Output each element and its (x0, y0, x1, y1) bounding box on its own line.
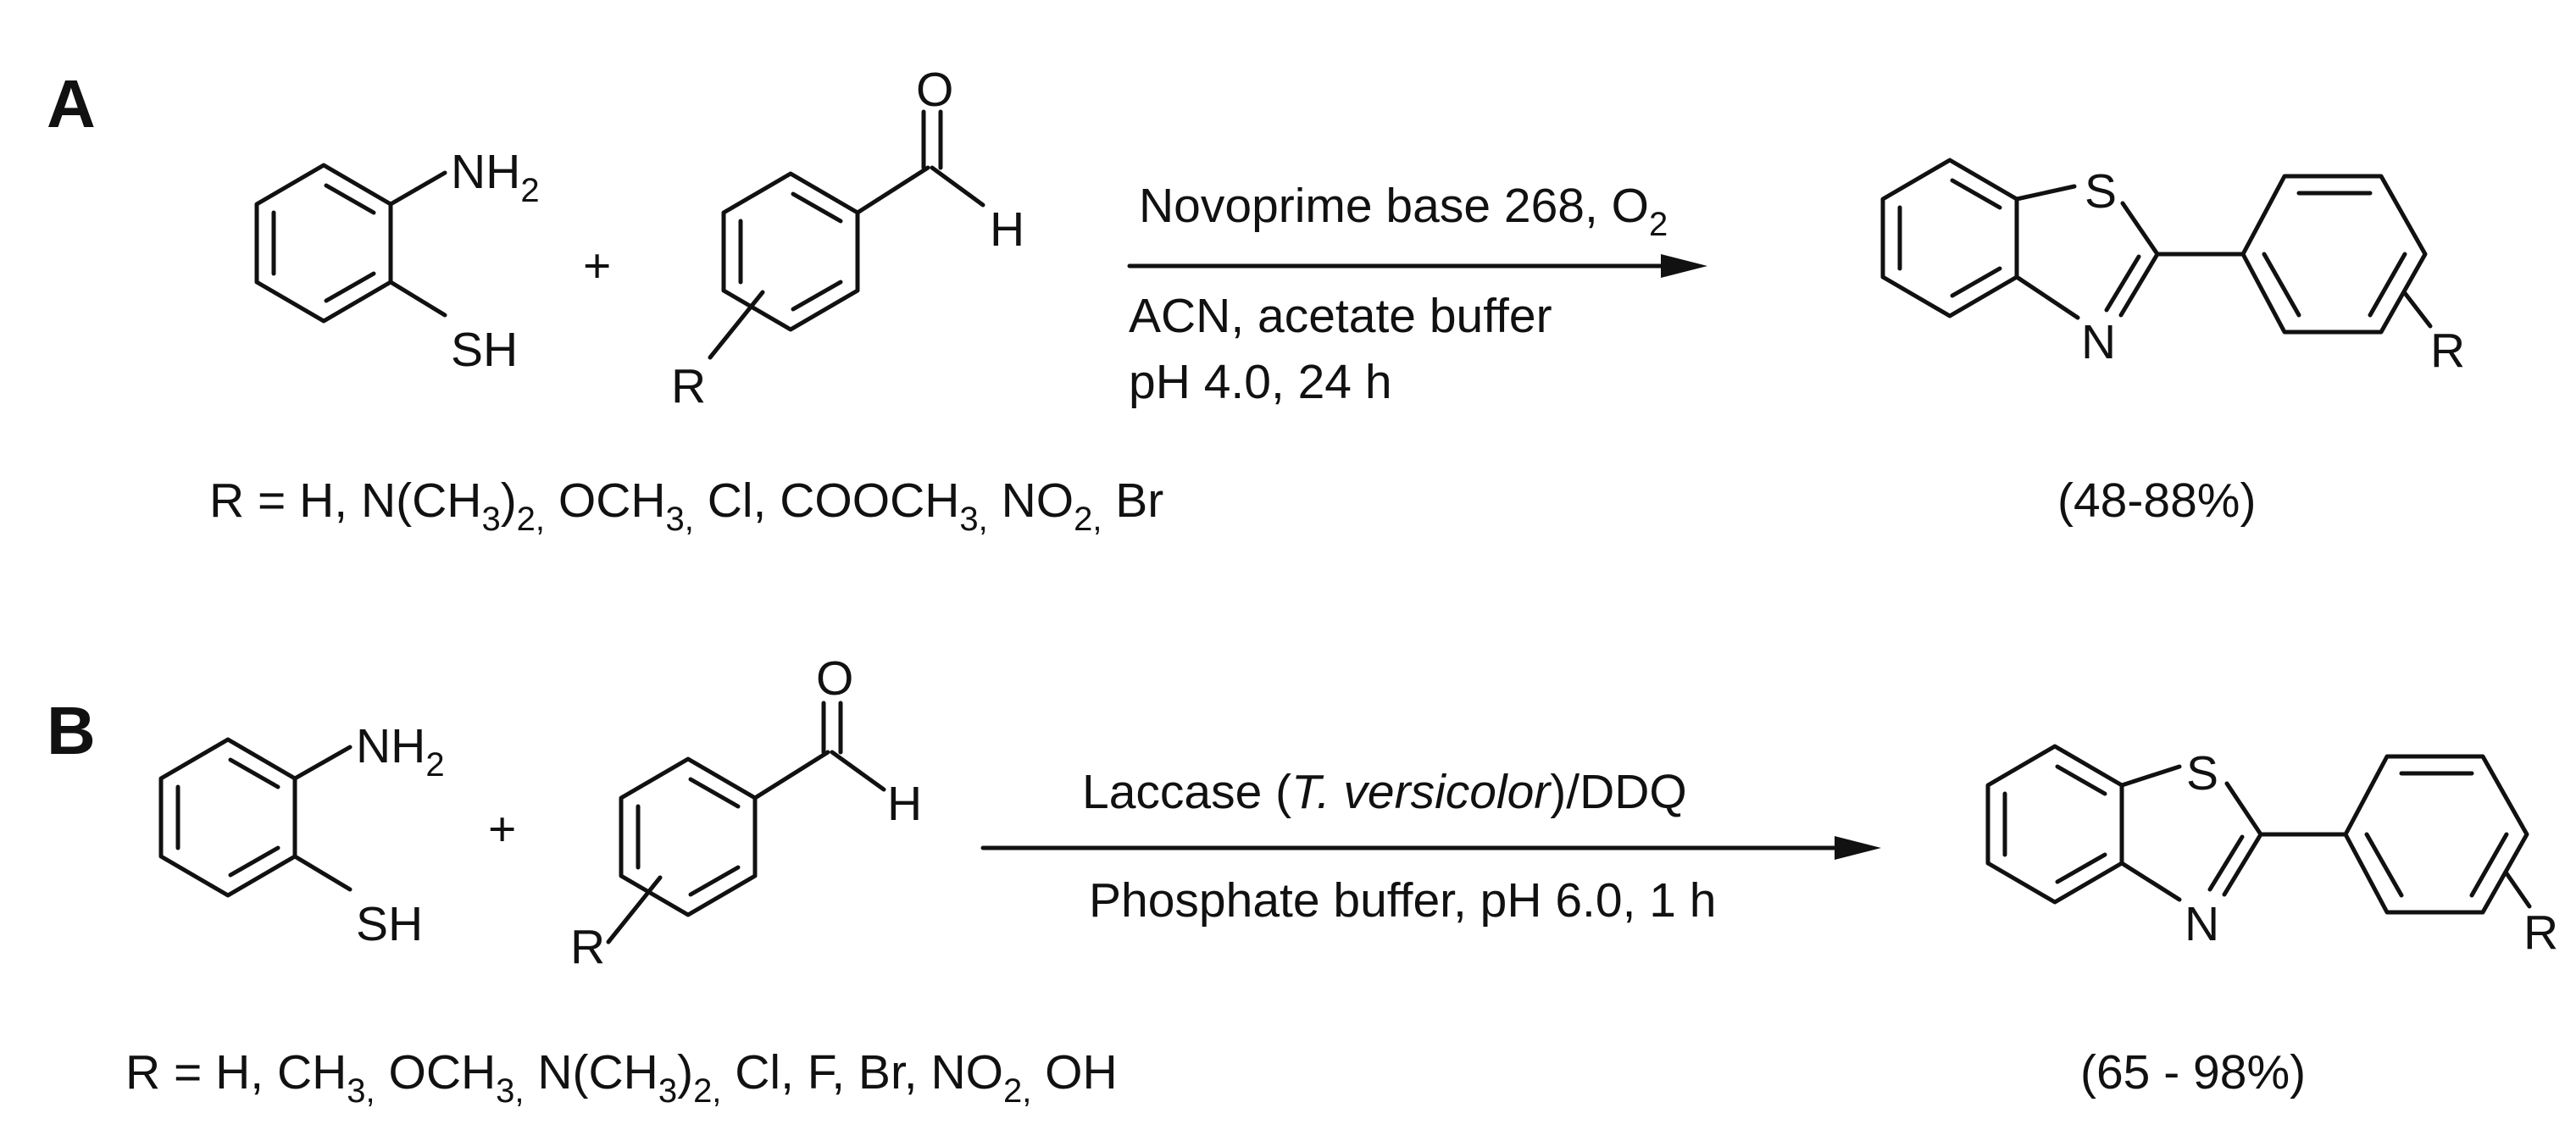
phenyl-ring (2240, 174, 2428, 335)
hydrogen-label: H (887, 777, 922, 831)
ring-cho-bond (752, 750, 830, 800)
double-bond (791, 191, 843, 224)
nh2-label: NH2 (356, 719, 445, 784)
reaction-arrow-a: Novoprime base 268, O2 ACN, acetate buff… (1127, 179, 1707, 409)
c-n-bond (292, 745, 353, 781)
substituent-list-b: R = H, CH3, OCH3, N(CH3)2, Cl, F, Br, NO… (125, 1045, 1118, 1110)
double-bond (688, 865, 741, 897)
double-bond (2364, 832, 2404, 898)
conditions-line-1: Novoprime base 268, O2 (1139, 179, 1668, 243)
c-s-bond (292, 854, 353, 892)
double-bond (688, 777, 741, 809)
ring-cho-bond (855, 165, 930, 215)
double-bond (324, 271, 376, 303)
nitrogen-label: N (2185, 897, 2219, 951)
double-bond (228, 757, 280, 789)
c2-n-double-bond (2222, 832, 2263, 897)
double-bond (791, 280, 843, 312)
phenyl-ring (2343, 754, 2529, 915)
oxygen-label: O (816, 651, 853, 706)
benzothiazole-product-a: S N R (1880, 158, 2465, 378)
s-c2-bond (2224, 781, 2263, 837)
s-c2-bond (2120, 201, 2160, 257)
double-bond (228, 845, 280, 878)
double-bond (1950, 266, 2002, 298)
aminothiophenol-a: NH2 SH (254, 145, 540, 377)
c2-n-double-bond (2118, 252, 2160, 318)
c2-n-double-bond (2104, 254, 2141, 313)
yield-a: (48-88%) (2057, 474, 2256, 528)
benzene-ring (254, 163, 393, 324)
yield-b: (65 - 98%) (2080, 1045, 2306, 1100)
panel-a: A NH2 SH + O H R (47, 63, 2465, 538)
c2-n-double-bond (2207, 834, 2245, 892)
sulfur-label: S (2085, 164, 2117, 219)
sh-label: SH (451, 323, 518, 377)
benzothiazole-product-b: S N R (1985, 744, 2558, 960)
c-s-bond (2119, 764, 2182, 788)
nitrogen-label: N (2081, 315, 2116, 369)
reaction-arrow-b: Laccase (T. versicolor)/DDQ Phosphate bu… (980, 765, 1881, 928)
r-label: R (2523, 906, 2558, 960)
c-h-bond (830, 750, 886, 792)
arrow-head (1661, 254, 1707, 278)
plus-sign: + (488, 802, 516, 856)
hydrogen-label: H (990, 202, 1024, 257)
benzene-ring (158, 737, 297, 898)
c-s-bond (388, 280, 447, 318)
nh2-label: NH2 (451, 145, 540, 209)
benzo-ring (1985, 744, 2124, 905)
r-label: R (671, 359, 706, 413)
double-bond (2262, 252, 2301, 318)
double-bond (2368, 252, 2407, 318)
sulfur-label: S (2186, 746, 2218, 800)
benzene-ring (721, 171, 860, 332)
double-bond (2469, 832, 2509, 898)
conditions-line-2: ACN, acetate buffer (1129, 289, 1552, 343)
conditions-line-1: Laccase (T. versicolor)/DDQ (1082, 765, 1687, 819)
panel-b: B NH2 SH + O H R (47, 651, 2558, 1110)
r-label: R (570, 920, 605, 974)
r-bond (708, 290, 765, 360)
benzaldehyde-a: O H R (671, 63, 1024, 413)
panel-a-label: A (47, 66, 96, 141)
double-bond (2055, 764, 2107, 796)
r-label: R (2430, 324, 2465, 378)
conditions-line-3: pH 4.0, 24 h (1129, 355, 1392, 409)
plus-sign: + (583, 239, 611, 293)
c-h-bond (930, 165, 985, 208)
r-bond (2504, 871, 2532, 909)
panel-b-label: B (47, 693, 96, 768)
c-n-bond (388, 170, 447, 207)
double-bond (2055, 852, 2107, 884)
arrow-head (1835, 836, 1881, 860)
sh-label: SH (356, 897, 423, 951)
double-bond (324, 183, 376, 215)
aminothiophenol-b: NH2 SH (158, 719, 445, 951)
benzaldehyde-b: O H R (570, 651, 922, 974)
r-bond (606, 875, 663, 944)
c-s-bond (2014, 184, 2077, 202)
oxygen-label: O (916, 63, 953, 117)
n-c-bond (2014, 274, 2080, 320)
benzene-ring (619, 756, 758, 917)
substituent-list-a: R = H, N(CH3)2, OCH3, Cl, COOCH3, NO2, B… (209, 474, 1163, 538)
n-c-bond (2119, 861, 2182, 902)
conditions-line-2: Phosphate buffer, pH 6.0, 1 h (1089, 873, 1717, 928)
r-bond (2402, 291, 2433, 329)
double-bond (1950, 178, 2002, 210)
benzo-ring (1880, 158, 2019, 319)
